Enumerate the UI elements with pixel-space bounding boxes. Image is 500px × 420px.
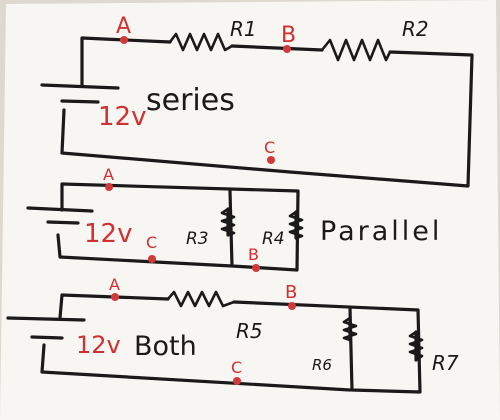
- series-r1-label: R1: [230, 17, 257, 41]
- both-node-a-label: A: [109, 275, 120, 294]
- parallel-node-c-dot: [148, 255, 156, 263]
- parallel-resistor-r3: [220, 207, 236, 237]
- series-voltage-label: 12v: [98, 102, 146, 132]
- both-resistor-r7: [408, 330, 424, 362]
- both-node-b-label: B: [285, 282, 297, 303]
- both-r7-label: R7: [432, 351, 459, 375]
- series-node-a-dot: [120, 36, 128, 44]
- series-circuit: A B C R1 R2 12v series: [40, 14, 474, 188]
- both-node-c-dot: [233, 377, 241, 385]
- series-title: series: [146, 83, 235, 118]
- both-resistor-r5: [166, 290, 236, 308]
- parallel-resistor-r4: [288, 210, 304, 240]
- both-node-c-label: C: [231, 358, 242, 377]
- both-resistor-r6: [342, 316, 358, 342]
- series-top-wire: [60, 36, 474, 188]
- both-voltage-label: 12v: [76, 331, 121, 359]
- parallel-battery: [26, 206, 94, 225]
- parallel-title: Parallel: [320, 216, 442, 247]
- series-resistor-r1: [168, 32, 234, 52]
- series-node-c-label: C: [264, 138, 275, 157]
- both-r6-label: R6: [312, 356, 332, 374]
- series-node-a-label: A: [116, 14, 131, 39]
- both-battery: [6, 316, 86, 340]
- parallel-node-b-dot: [252, 264, 260, 272]
- both-node-a-dot: [111, 293, 119, 301]
- series-node-c-dot: [267, 156, 275, 164]
- parallel-node-a-dot: [105, 183, 113, 191]
- both-wiring: [40, 293, 422, 394]
- both-title: Both: [134, 331, 197, 362]
- both-circuit: A B C R5 R6 R7 12v Both: [6, 275, 459, 394]
- series-node-b-label: B: [281, 23, 296, 48]
- both-r5-label: R5: [236, 319, 263, 343]
- parallel-r3-label: R3: [186, 229, 209, 249]
- series-resistor-r2: [320, 38, 392, 62]
- series-r2-label: R2: [402, 17, 429, 41]
- both-node-b-dot: [288, 302, 296, 310]
- parallel-voltage-label: 12v: [84, 219, 132, 249]
- parallel-node-a-label: A: [103, 165, 114, 184]
- parallel-r4-label: R4: [262, 229, 285, 249]
- series-node-b-dot: [283, 45, 291, 53]
- series-battery: [40, 83, 120, 104]
- parallel-node-b-label: B: [248, 245, 259, 264]
- parallel-circuit: A B C R3 R4 12v Parallel: [26, 165, 442, 272]
- parallel-node-c-label: C: [146, 233, 157, 252]
